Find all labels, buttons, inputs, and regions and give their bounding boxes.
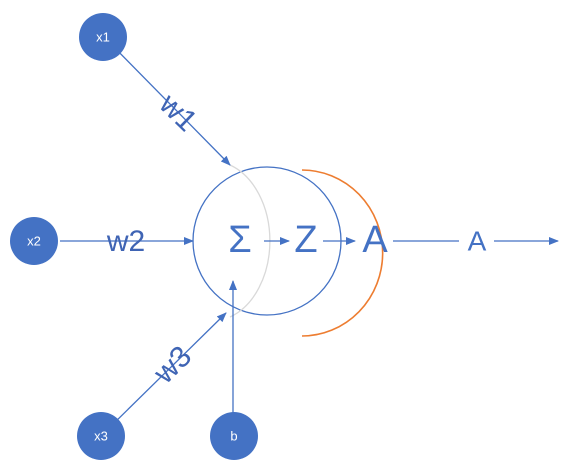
input-node-x3-label: x3 [94,428,108,443]
bias-node: b [210,412,258,460]
edge-x3 [106,312,227,431]
output-a-label: A [468,225,487,256]
input-node-x2: x2 [10,217,58,265]
input-node-x1-label: x1 [96,29,110,44]
weight-w2-label: w2 [106,225,145,258]
input-node-x3: x3 [77,412,125,460]
z-label: Z [294,219,317,261]
bias-node-label: b [230,428,237,443]
input-node-x1: x1 [79,13,127,61]
sum-symbol: Σ [228,219,252,261]
activation-a-label: A [362,219,388,261]
activation-arc [301,169,384,337]
edge-x1 [106,39,231,166]
input-node-x2-label: x2 [27,233,41,248]
